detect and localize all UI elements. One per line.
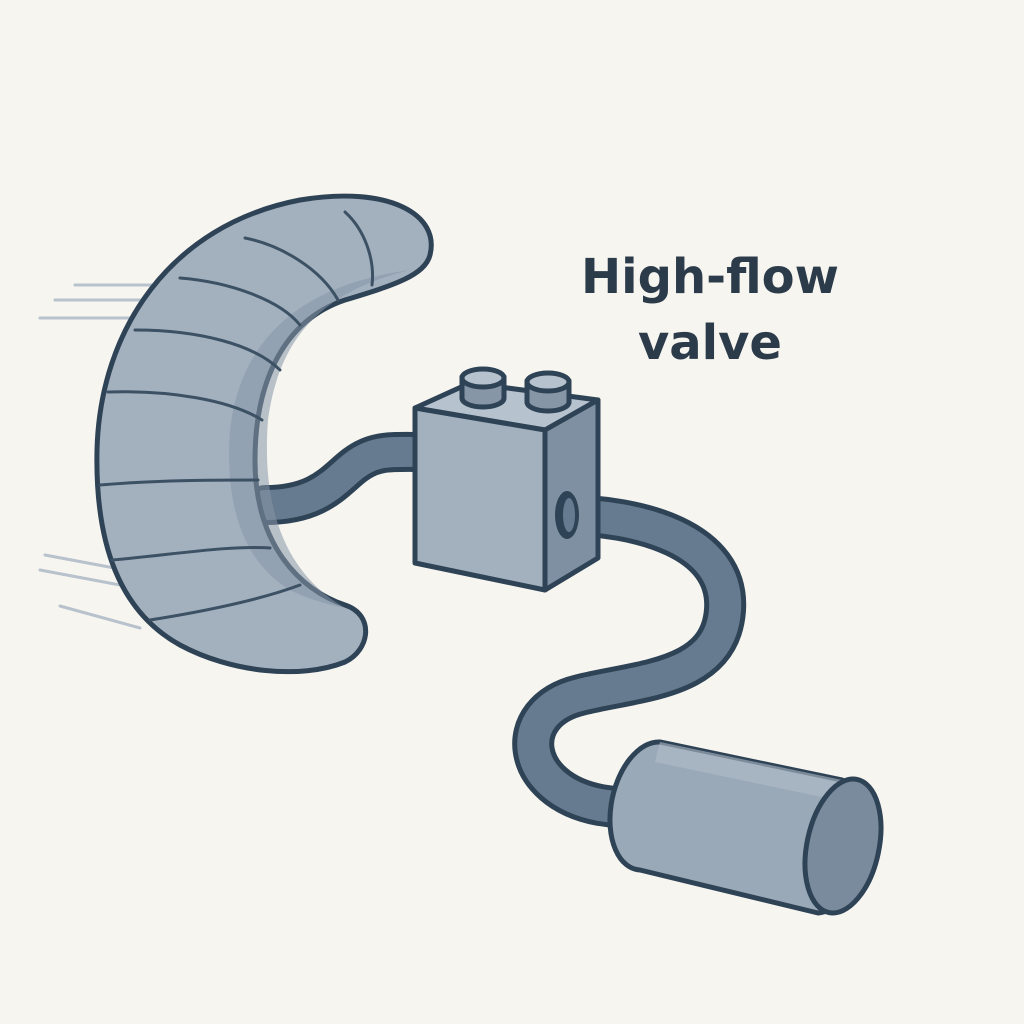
valve-knob — [459, 366, 507, 410]
bladder-ribs — [98, 210, 375, 622]
valve-knob — [524, 370, 572, 414]
valve-label-line-2: valve — [638, 315, 782, 371]
valve-label: High-flow valve — [560, 244, 860, 376]
cylinder-canister — [607, 739, 884, 916]
motion-line — [38, 568, 122, 587]
valve-block — [412, 366, 601, 593]
valve-label-line-1: High-flow — [581, 249, 839, 305]
motion-line — [58, 604, 142, 630]
crescent-bladder — [94, 193, 434, 675]
